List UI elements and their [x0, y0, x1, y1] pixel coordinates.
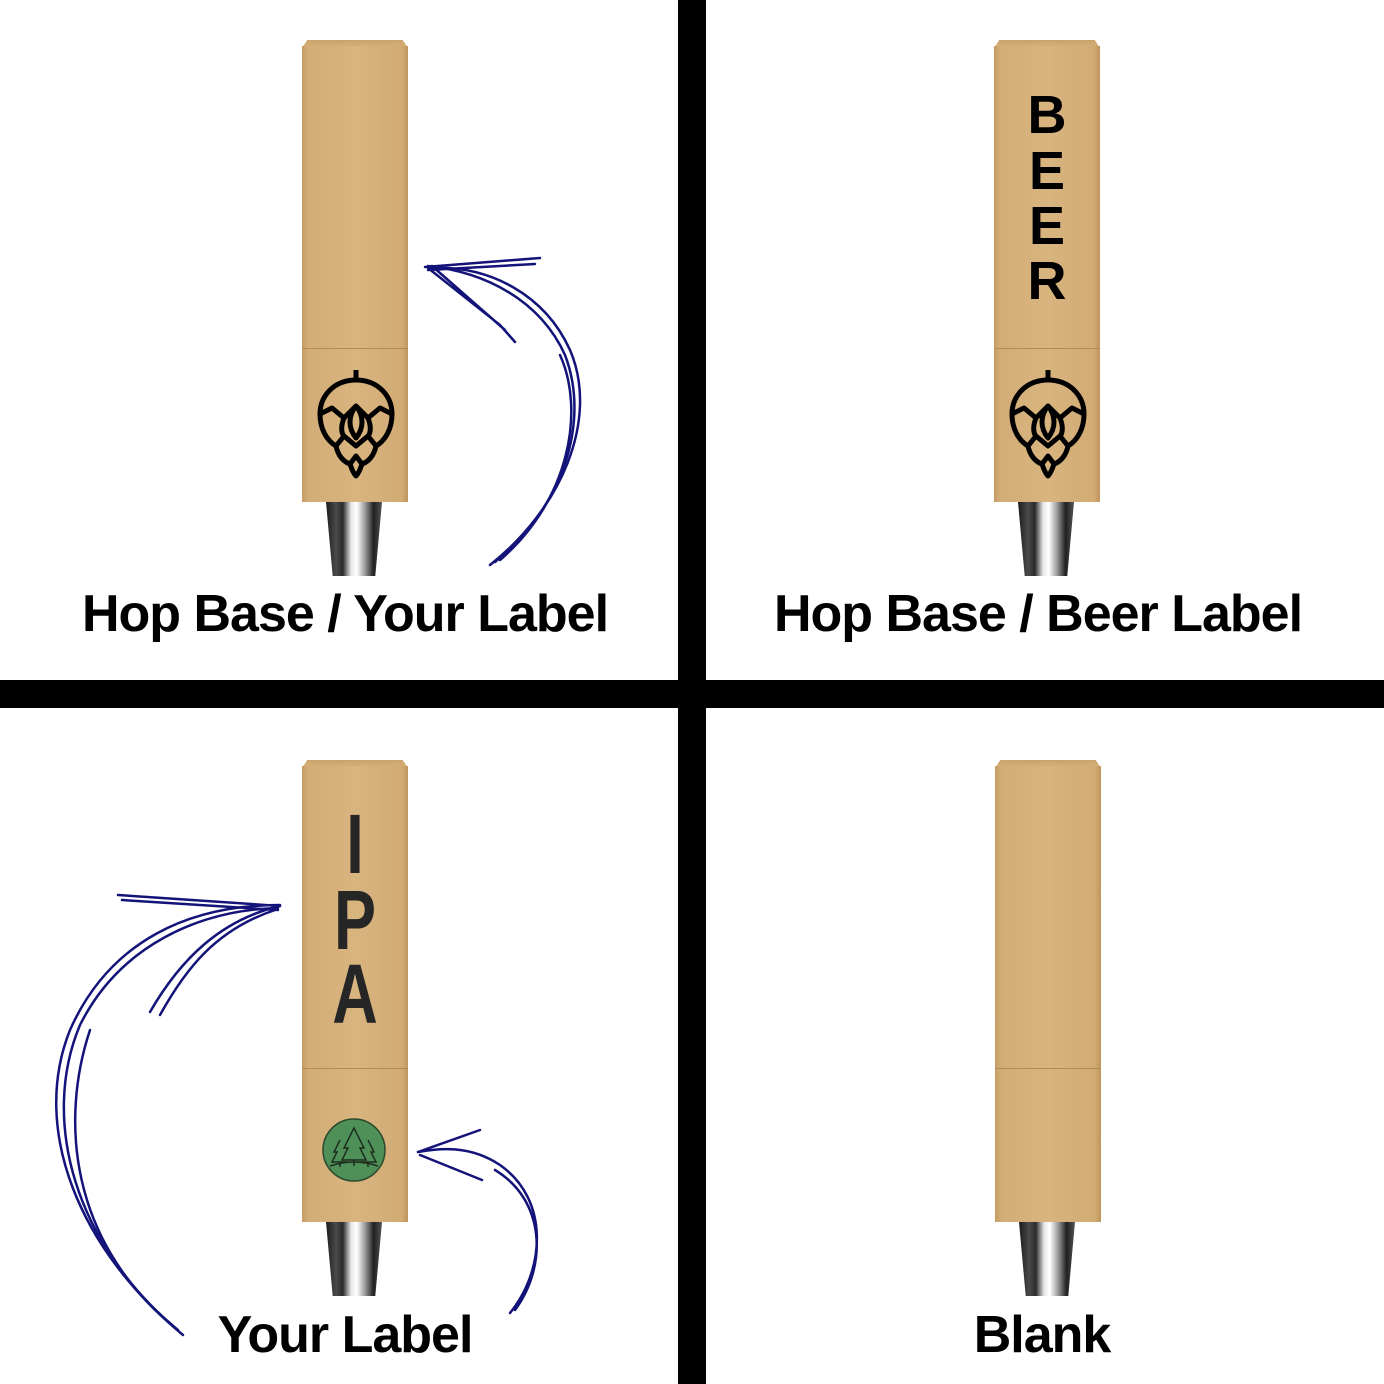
panel-caption: Blank [973, 1306, 1112, 1364]
panel-caption: Hop Base / Beer Label [773, 585, 1303, 643]
hop-icon [316, 368, 396, 485]
hop-icon [1008, 368, 1088, 485]
tap-handle-hop-base-beer-label: B E E R [994, 40, 1100, 576]
handle-seam [302, 1068, 408, 1069]
label-letter: A [332, 947, 378, 1041]
tap-handle-your-label: I P A [302, 760, 408, 1296]
arrow-to-label-panel1 [423, 256, 582, 567]
arrow-to-base-panel3 [416, 1128, 539, 1315]
handle-cap [994, 40, 1100, 48]
label-letter: I [346, 797, 364, 891]
label-letter: E [1028, 141, 1066, 201]
tap-handle-blank [995, 760, 1101, 1296]
panel-caption: Hop Base / Your Label [81, 585, 609, 643]
handle-seam [995, 1068, 1101, 1069]
label-letter: E [1028, 196, 1066, 256]
handle-seam [302, 348, 408, 349]
label-letter: R [1027, 251, 1067, 311]
forest-circle-icon [322, 1118, 386, 1187]
label-letter: B [1027, 85, 1067, 145]
handle-body [995, 766, 1101, 1222]
handle-cap [302, 760, 408, 768]
handle-ferrule [1019, 1222, 1075, 1296]
handle-cap [995, 760, 1101, 768]
panel-caption: Your Label [217, 1306, 474, 1364]
horizontal-divider [0, 680, 1384, 708]
label-letter: P [333, 873, 377, 967]
handle-cap [302, 40, 408, 48]
handle-ferrule [1018, 502, 1074, 576]
handle-seam [994, 348, 1100, 349]
tap-handle-hop-base-your-label [302, 40, 408, 576]
arrow-to-label-panel3 [55, 893, 282, 1337]
handle-ferrule [326, 1222, 382, 1296]
handle-ferrule [326, 502, 382, 576]
